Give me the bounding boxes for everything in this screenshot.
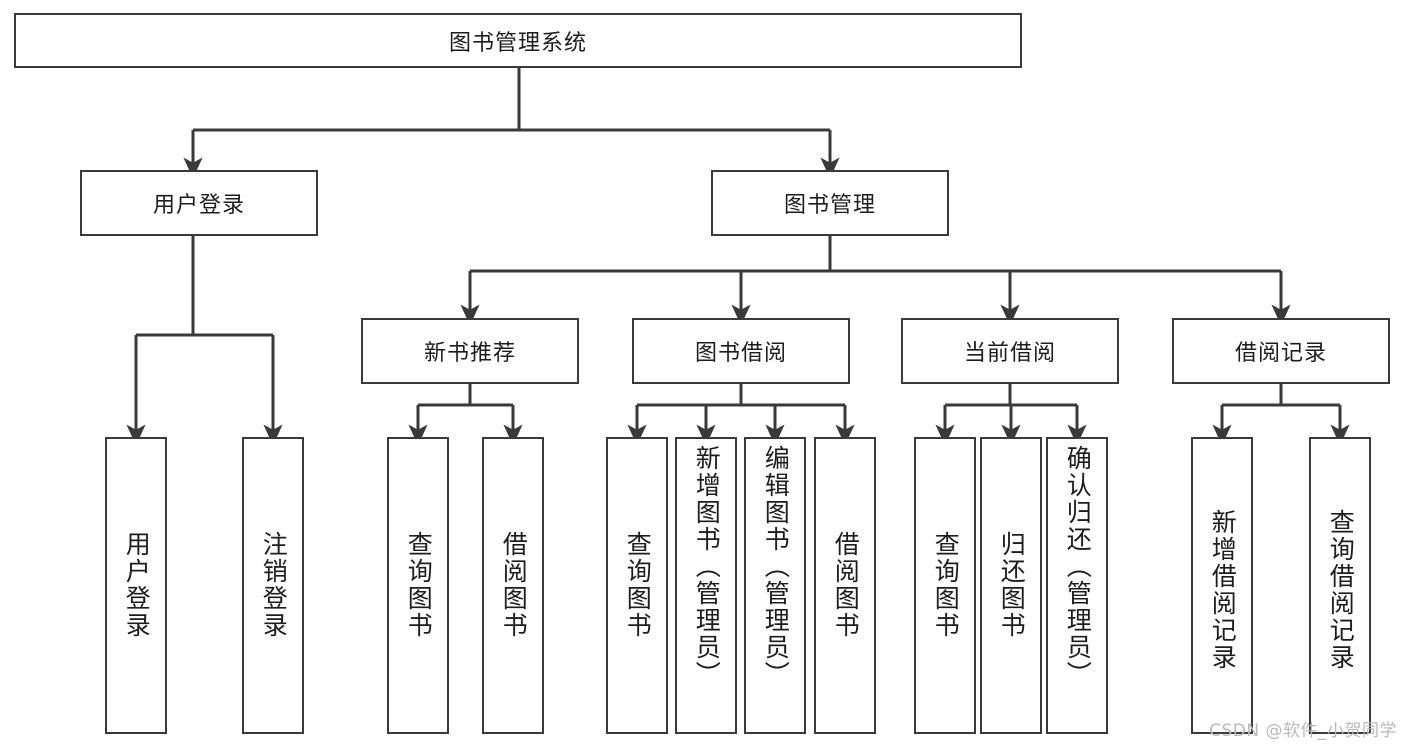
leaf-current-confirm-return-admin[interactable]: 确认归还（管理员） <box>1046 437 1108 734</box>
leaf-current-query-book[interactable]: 查询图书 <box>914 437 976 734</box>
node-label: 查询图书 <box>404 531 434 639</box>
node-book-management[interactable]: 图书管理 <box>711 170 949 236</box>
node-borrow-record[interactable]: 借阅记录 <box>1172 318 1390 384</box>
leaf-new-book-borrow[interactable]: 借阅图书 <box>482 437 544 734</box>
node-label: 借阅图书 <box>499 531 529 639</box>
node-current-borrow[interactable]: 当前借阅 <box>901 318 1119 384</box>
node-label: 借阅图书 <box>831 531 861 639</box>
node-label: 归还图书 <box>997 531 1027 639</box>
node-book-management-system[interactable]: 图书管理系统 <box>14 13 1022 68</box>
leaf-current-return-book[interactable]: 归还图书 <box>980 437 1042 734</box>
leaf-user-login-signin[interactable]: 用户登录 <box>105 437 167 734</box>
node-label: 查询图书 <box>931 531 961 639</box>
node-label: 新书推荐 <box>423 341 516 366</box>
node-label: 图书借阅 <box>694 341 787 366</box>
node-label: 确认归还（管理员） <box>1063 445 1093 688</box>
csdn-watermark: CSDN @软件_小贺同学 <box>1209 721 1397 741</box>
node-book-borrow[interactable]: 图书借阅 <box>632 318 850 384</box>
node-label: 新增借阅记录 <box>1208 509 1238 671</box>
leaf-record-add-record[interactable]: 新增借阅记录 <box>1191 437 1253 734</box>
leaf-borrow-add-book-admin[interactable]: 新增图书（管理员） <box>675 437 737 734</box>
node-label: 新增图书（管理员） <box>692 445 722 688</box>
leaf-borrow-borrow-book[interactable]: 借阅图书 <box>814 437 876 734</box>
node-label: 图书管理系统 <box>448 30 587 56</box>
node-label: 查询借阅记录 <box>1326 509 1356 671</box>
node-label: 图书管理 <box>783 193 876 218</box>
leaf-record-query-record[interactable]: 查询借阅记录 <box>1309 437 1371 734</box>
node-label: 借阅记录 <box>1234 341 1327 366</box>
node-label: 编辑图书（管理员） <box>761 445 791 688</box>
node-new-book-recommend[interactable]: 新书推荐 <box>361 318 579 384</box>
node-label: 用户登录 <box>122 531 152 639</box>
leaf-new-book-query[interactable]: 查询图书 <box>387 437 449 734</box>
leaf-borrow-edit-book-admin[interactable]: 编辑图书（管理员） <box>744 437 806 734</box>
leaf-borrow-query-book[interactable]: 查询图书 <box>606 437 668 734</box>
leaf-user-login-signout[interactable]: 注销登录 <box>242 437 304 734</box>
node-label: 查询图书 <box>623 531 653 639</box>
node-user-login[interactable]: 用户登录 <box>80 170 318 236</box>
node-label: 当前借阅 <box>963 341 1056 366</box>
node-label: 用户登录 <box>152 193 245 218</box>
node-label: 注销登录 <box>259 531 289 639</box>
